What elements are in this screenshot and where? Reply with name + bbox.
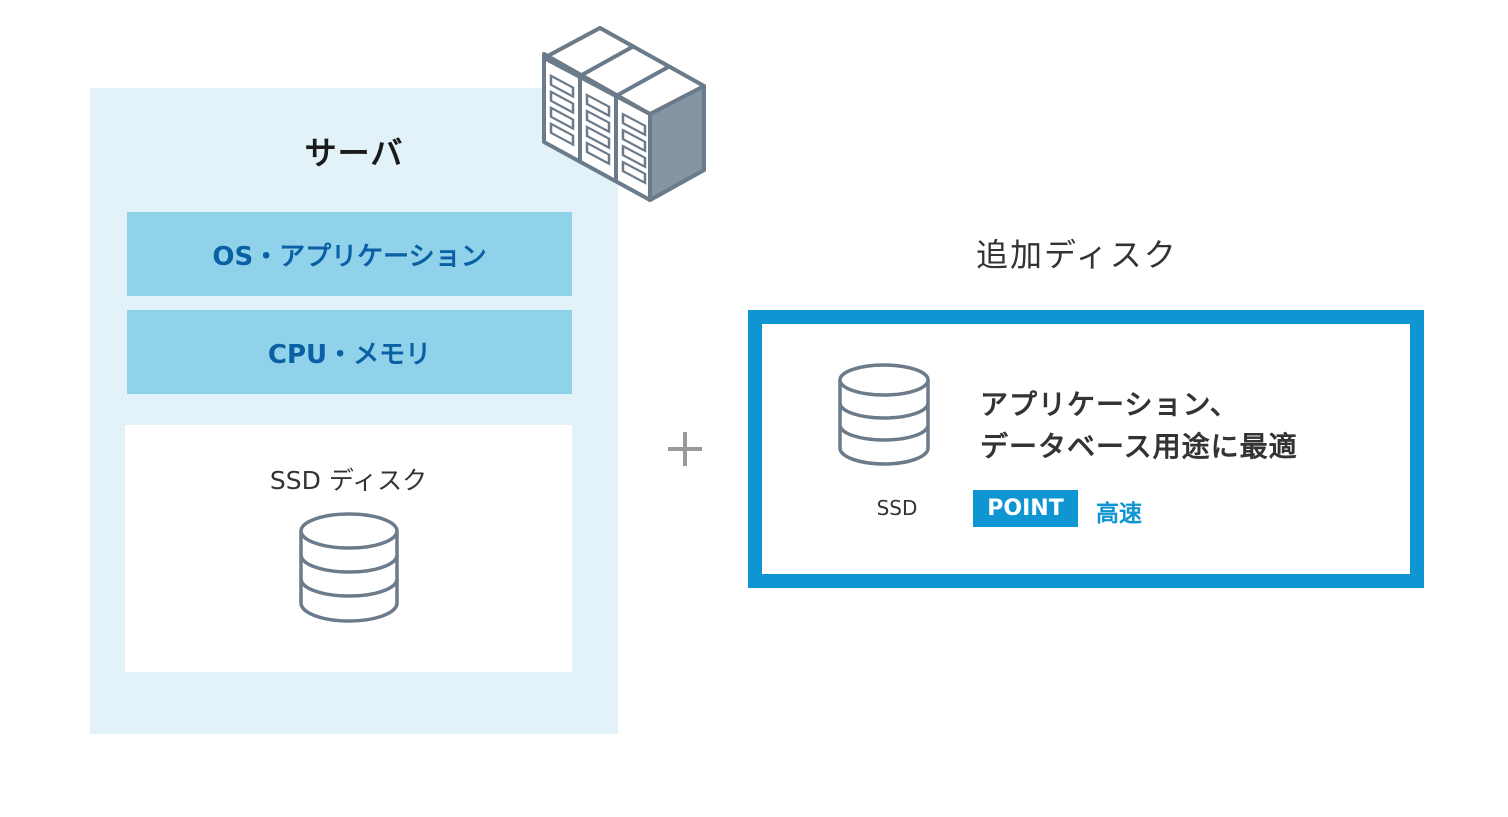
- description-line-2: データベース用途に最適: [980, 430, 1298, 463]
- database-icon: [299, 512, 399, 623]
- point-badge: POINT: [973, 490, 1078, 527]
- server-title: サーバ: [304, 134, 404, 172]
- additional-disk-description: アプリケーション、 データベース用途に最適: [980, 384, 1298, 468]
- database-icon: [838, 363, 930, 466]
- server-ssd-disk-box: SSD ディスク: [125, 425, 572, 672]
- server-ssd-disk-label: SSD ディスク: [269, 466, 428, 495]
- additional-disk-box: SSD アプリケーション、 データベース用途に最適 POINT 高速: [748, 310, 1424, 588]
- point-text: 高速: [1096, 501, 1142, 527]
- os-application-layer: OS・アプリケーション: [127, 212, 572, 296]
- additional-ssd-label: SSD: [876, 496, 918, 520]
- plus-icon: [666, 430, 704, 468]
- cpu-memory-layer: CPU・メモリ: [127, 310, 572, 394]
- description-line-1: アプリケーション、: [980, 388, 1239, 421]
- server-rack-icon: [542, 26, 706, 202]
- additional-disk-title: 追加ディスク: [976, 236, 1178, 274]
